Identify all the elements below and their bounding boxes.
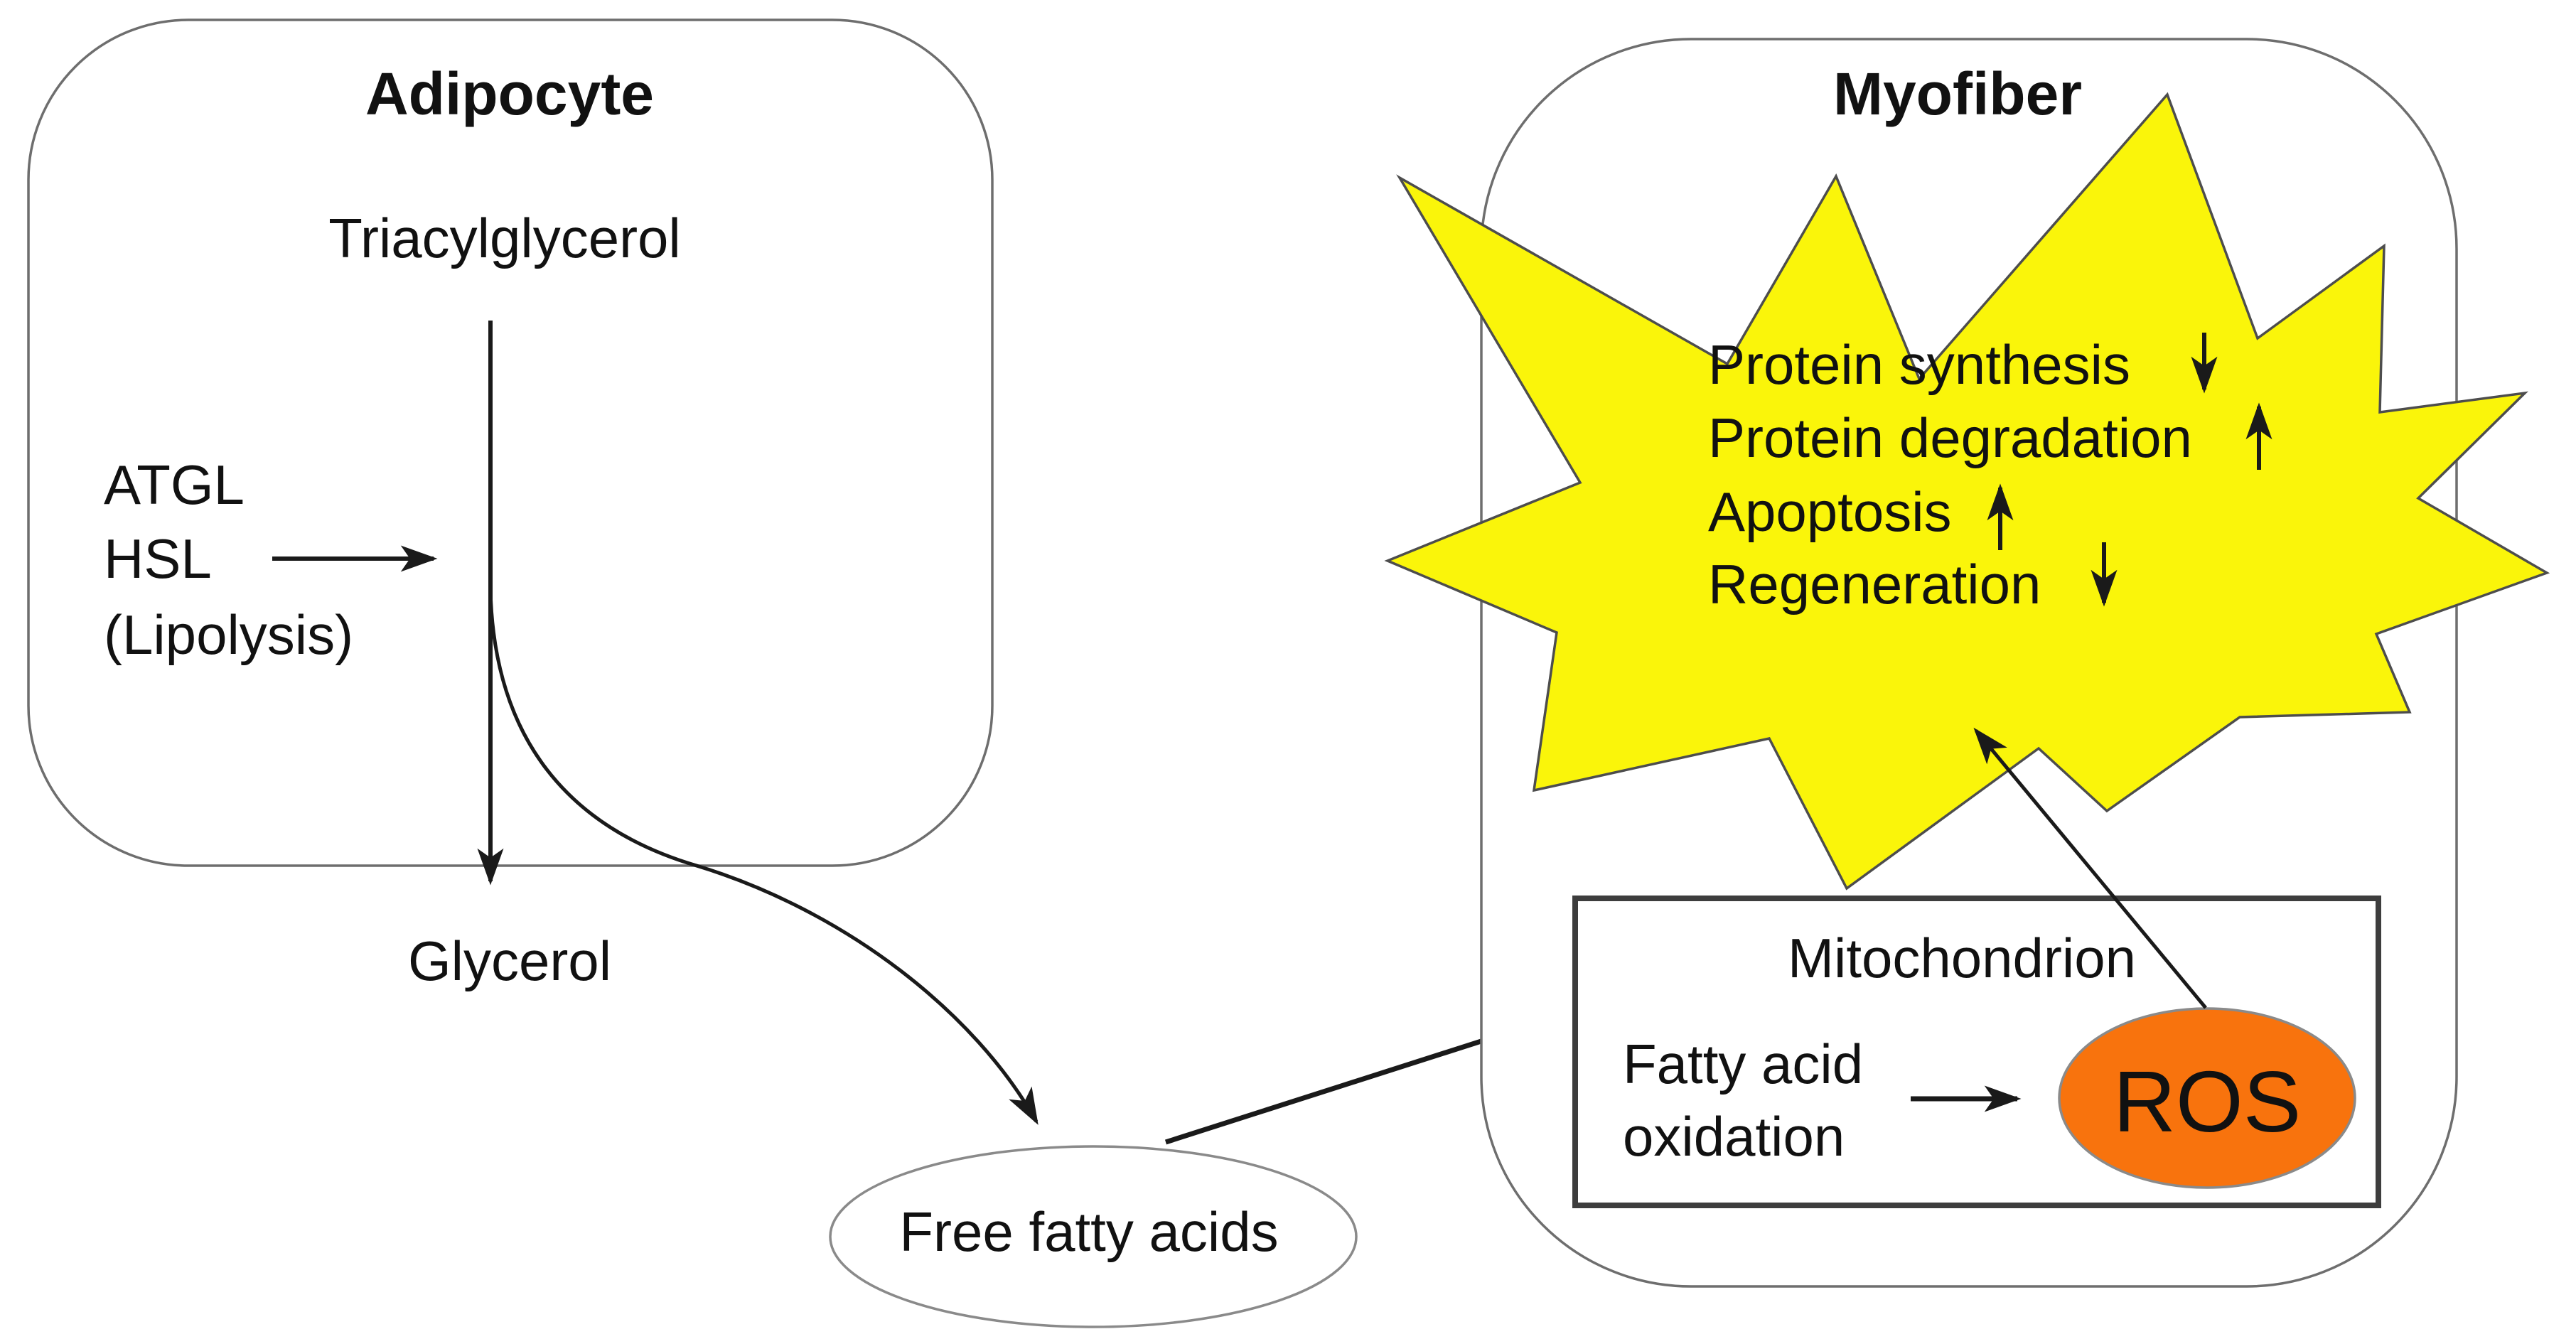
enzyme-atgl-label: ATGL — [104, 453, 245, 516]
effect-protein-degradation-label: Protein degradation — [1708, 407, 2192, 469]
myofiber-cell: Myofiber Protein synthesis Protein degra… — [1384, 38, 2550, 1288]
effect-apoptosis-label: Apoptosis — [1708, 480, 1952, 543]
adipocyte-title: Adipocyte — [365, 60, 654, 127]
ros-ellipse — [2058, 1007, 2356, 1189]
adipocyte-cell-outline — [27, 18, 994, 867]
myofiber-title: Myofiber — [1833, 60, 2082, 127]
mitochondrion-title: Mitochondrion — [1788, 927, 2136, 989]
ros-to-damage-arrow — [1973, 727, 2207, 1009]
free-fatty-acids-ellipse — [829, 1145, 1358, 1328]
ros-label: ROS — [2113, 1053, 2301, 1150]
triacylglycerol-label: Triacylglycerol — [328, 207, 681, 269]
effect-regeneration-label: Regeneration — [1708, 553, 2041, 615]
mitochondrion-organelle: Mitochondrion Fatty acid oxidation ROS — [1572, 896, 2381, 1208]
glycerol-label: Glycerol — [408, 930, 611, 992]
free-fatty-acids-node: Free fatty acids — [829, 1145, 1358, 1328]
effect-protein-synthesis-label: Protein synthesis — [1708, 333, 2130, 396]
adipocyte-cell: Adipocyte Triacylglycerol ATGL HSL (Lipo… — [27, 18, 994, 992]
free-fatty-acids-label: Free fatty acids — [899, 1200, 1278, 1263]
damage-starburst — [1384, 92, 2550, 891]
enzyme-hsl-label: HSL — [104, 527, 212, 590]
lipolysis-label: (Lipolysis) — [104, 603, 353, 666]
fatty-acid-oxidation-line1: Fatty acid — [1623, 1033, 1863, 1095]
triacylglycerol-to-ffa-curved-arrow — [488, 589, 1039, 1125]
fatty-acid-oxidation-line2: oxidation — [1623, 1105, 1845, 1168]
